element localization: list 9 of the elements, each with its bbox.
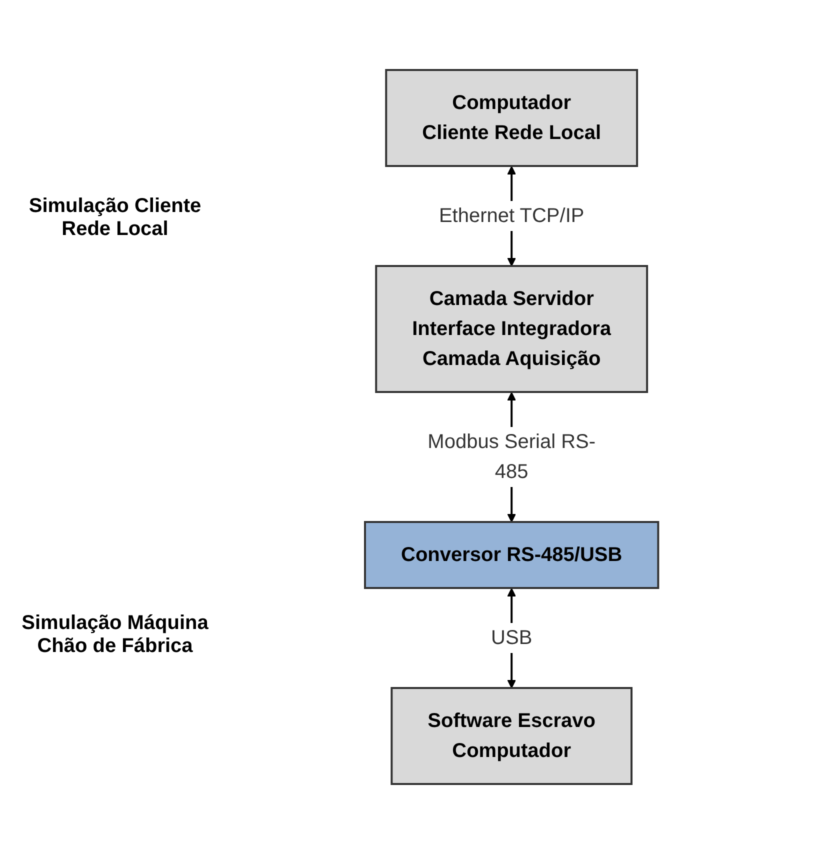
node-box: Computador Cliente Rede Local <box>385 68 638 166</box>
node-box: Conversor RS-485/USB <box>364 520 660 588</box>
group-label: Simulação Cliente Rede Local <box>28 195 202 242</box>
edge-label: Modbus Serial RS-485 <box>428 430 596 482</box>
node-box: Camada Servidor Interface Integradora Camada Aquisição <box>375 264 648 392</box>
node-box: Software Escravo Computador <box>390 686 632 784</box>
edge-label: Ethernet TCP/IP <box>438 204 584 226</box>
group-label: Simulação Máquina Chão de Fábrica <box>20 612 210 658</box>
edge-label: USB <box>490 626 532 648</box>
